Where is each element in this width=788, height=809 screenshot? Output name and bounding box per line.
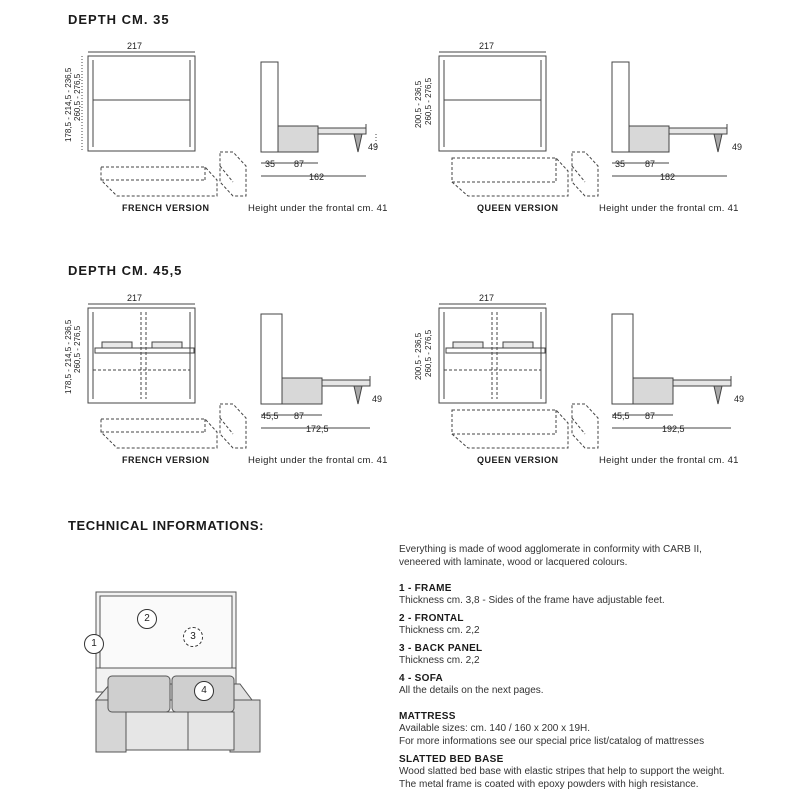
front-width-label: 217 [127,293,143,303]
version-label: QUEEN VERSION [477,203,559,213]
callout-4: 4 [194,681,214,701]
side-dim-h: 49 [732,142,743,152]
mattress-line-2: For more informations see our special pr… [399,736,705,747]
tech-title: TECHNICAL INFORMATIONS: [68,518,265,533]
item-body: Thickness cm. 2,2 [399,625,480,636]
mattress-line-1: Available sizes: cm. 140 / 160 x 200 x 1… [399,723,591,734]
depth455-title: DEPTH CM. 45,5 [68,263,183,278]
item-body: Thickness cm. 2,2 [399,655,480,666]
intro-line-2: veneered with laminate, wood or lacquere… [399,557,628,568]
item-head: 3 - BACK PANEL [399,643,483,654]
item-body: All the details on the next pages. [399,685,544,696]
side-dim-h: 49 [734,394,745,404]
slats-line-2: The metal frame is coated with epoxy pow… [399,779,699,790]
slats-line-1: Wood slatted bed base with elastic strip… [399,766,725,777]
callout-2: 2 [137,609,157,629]
callout-1: 1 [84,634,104,654]
intro-line-1: Everything is made of wood agglomerate i… [399,544,702,555]
side-dim-a: 35 [265,159,276,169]
side-dim-h: 49 [372,394,383,404]
side-dim-a: 45,5 [612,411,630,421]
mattress-head: MATTRESS [399,711,456,722]
side-dim-total: 162 [309,172,325,182]
side-dim-total: 172,5 [306,424,329,434]
side-dim-b: 87 [645,411,656,421]
version-label: QUEEN VERSION [477,455,559,465]
height-note: Height under the frontal cm. 41 [599,203,739,214]
depth35-title: DEPTH CM. 35 [68,12,170,27]
item-body: Thickness cm. 3,8 - Sides of the frame h… [399,595,665,606]
version-label: FRENCH VERSION [122,203,210,213]
tech-text: Everything is made of wood agglomerate i… [399,543,779,791]
side-dim-h: 49 [368,142,379,152]
callout-3: 3 [183,627,203,647]
height-note: Height under the frontal cm. 41 [248,203,388,214]
side-dim-total: 182 [660,172,676,182]
height-note: Height under the frontal cm. 41 [248,455,388,466]
height-note: Height under the frontal cm. 41 [599,455,739,466]
side-dim-total: 192,5 [662,424,685,434]
slats-head: SLATTED BED BASE [399,754,504,765]
side-dim-b: 87 [294,411,305,421]
item-head: 4 - SOFA [399,673,444,684]
side-dim-b: 87 [645,159,656,169]
version-label: FRENCH VERSION [122,455,210,465]
side-dim-a: 45,5 [261,411,279,421]
front-width-label: 217 [479,293,495,303]
front-width-label: 217 [127,41,143,51]
side-dim-b: 87 [294,159,305,169]
side-dim-a: 35 [615,159,626,169]
front-width-label: 217 [479,41,495,51]
item-head: 2 - FRONTAL [399,613,464,624]
item-head: 1 - FRAME [399,583,452,594]
